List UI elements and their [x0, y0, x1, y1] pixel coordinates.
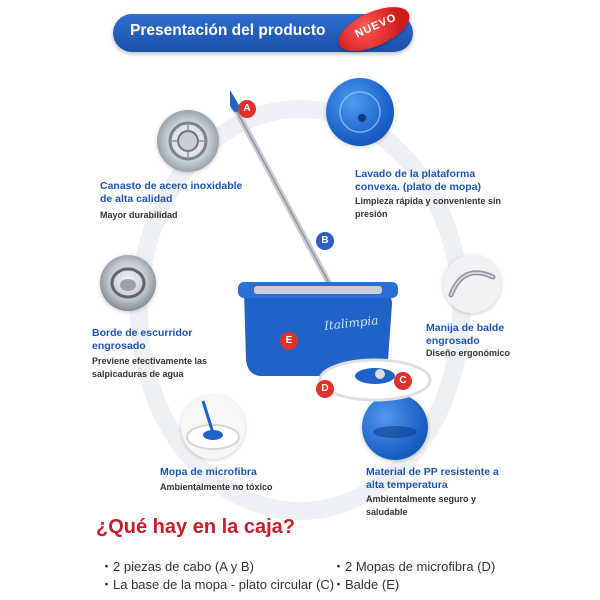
bucket-handle-photo [443, 255, 501, 313]
page-title: Presentación del producto [130, 22, 326, 39]
feature-manija: Manija de balde engrosado Diseño ergonóm… [426, 322, 536, 360]
feature-desc: Ambientalmente no tóxico [160, 481, 273, 492]
spin-mop-product [230, 89, 432, 402]
handle-grip [230, 89, 240, 112]
feature-desc: Limpieza rápida y conveniente sin presió… [355, 196, 502, 219]
feature-desc: Diseño ergonómico [426, 348, 511, 358]
wringer-icon [110, 267, 146, 299]
feature-material: Material de PP resistente a alta tempera… [366, 466, 501, 519]
feature-borde: Borde de escurridor engrosado Previene e… [92, 327, 227, 381]
ball-icon [373, 426, 417, 438]
plate-icon [339, 91, 381, 133]
feature-title: Material de PP resistente a alta tempera… [366, 466, 499, 491]
feature-mopa: Mopa de microfibra Ambientalmente no tóx… [160, 466, 310, 494]
feature-desc: Mayor durabilidad [100, 210, 178, 220]
feature-desc: Ambientalmente seguro y saludable [366, 494, 477, 517]
steel-basket-photo [157, 110, 219, 172]
box-item: ・2 piezas de cabo (A y B) [100, 559, 254, 574]
box-item: ・Balde (E) [332, 577, 400, 592]
box-heading: ¿Qué hay en la caja? [96, 516, 295, 538]
feature-title: Borde de escurridor engrosado [92, 327, 193, 352]
box-item: ・2 Mopas de microfibra (D) [332, 559, 496, 574]
feature-title: Manija de balde engrosado [426, 322, 505, 347]
mop-head-icon [186, 400, 240, 450]
marker-a: A [238, 100, 256, 118]
feature-canasto: Canasto de acero inoxidable de alta cali… [100, 180, 250, 222]
handle-icon [448, 270, 496, 298]
marker-b: B [316, 232, 334, 250]
pp-material-photo [362, 394, 428, 460]
bucket-body [244, 292, 392, 376]
marker-e: E [280, 332, 298, 350]
marker-c: C [394, 372, 412, 390]
box-item: ・La base de la mopa - plato circular (C) [100, 577, 335, 592]
feature-lavado: Lavado de la plataforma convexa. (plato … [355, 168, 505, 221]
mop-plate-photo [326, 78, 394, 146]
marker-d: D [316, 380, 334, 398]
feature-desc: Previene efectivamente las salpicaduras … [92, 356, 208, 379]
microfiber-mop-photo [181, 395, 245, 459]
steel-basket-icon [168, 121, 208, 161]
wringer-rim-photo [100, 255, 156, 311]
feature-title: Lavado de la plataforma convexa. (plato … [355, 168, 482, 193]
feature-title: Canasto de acero inoxidable de alta cali… [100, 180, 243, 205]
feature-title: Mopa de microfibra [160, 466, 257, 478]
